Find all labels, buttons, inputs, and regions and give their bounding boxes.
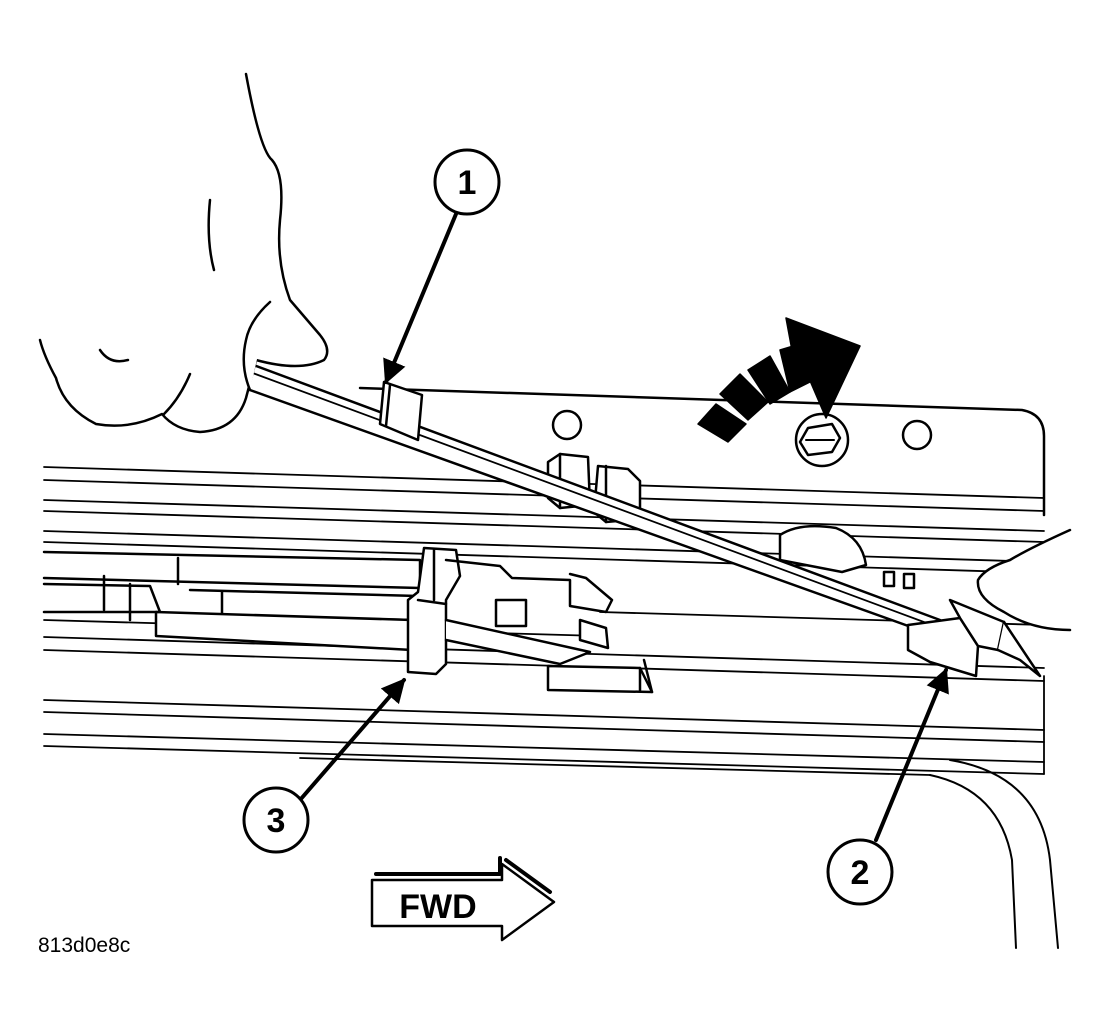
- trim-panel: [358, 386, 1046, 517]
- rail-bracket: [778, 524, 916, 590]
- fwd-label: FWD: [399, 888, 476, 926]
- figure-code: 813d0e8c: [38, 934, 130, 957]
- wire-harness-connector: [42, 546, 654, 694]
- forward-direction-arrow-icon: FWD: [370, 856, 556, 942]
- mounting-hole-left: [551, 409, 583, 441]
- mounting-hole-right: [901, 419, 933, 451]
- callout-2: 2: [826, 838, 894, 906]
- leader-1: [383, 212, 458, 385]
- push-pin-fastener: [794, 412, 850, 468]
- callout-3-label: 3: [267, 802, 286, 840]
- door-opening-edge: [929, 759, 1059, 949]
- callout-1: 1: [433, 148, 501, 216]
- left-hand: [38, 72, 329, 434]
- retaining-tab: [906, 598, 1042, 678]
- callout-leaders: [298, 212, 949, 842]
- right-hand: [976, 528, 1072, 632]
- callout-1-label: 1: [458, 164, 477, 202]
- callout-3: 3: [242, 786, 310, 854]
- callout-2-label: 2: [851, 854, 870, 892]
- leader-3: [298, 678, 406, 802]
- leader-2: [874, 667, 949, 842]
- rotation-arrow-icon: [697, 317, 861, 443]
